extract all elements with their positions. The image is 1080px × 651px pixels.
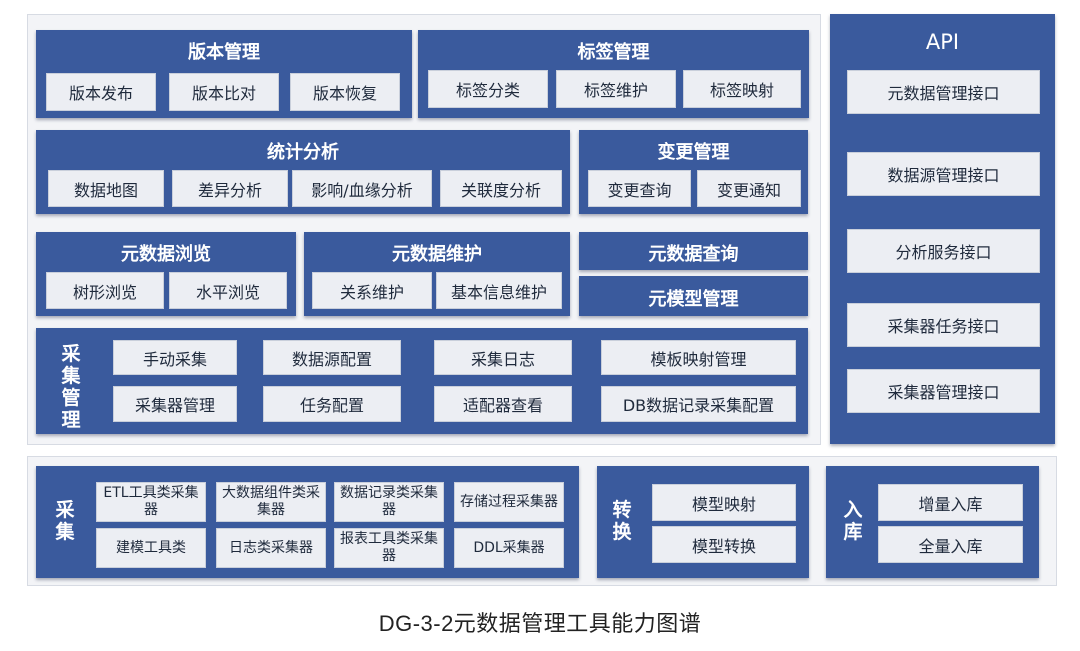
metadata-maintain-title: 元数据维护 <box>392 244 482 265</box>
relation-maintain-item[interactable]: 关系维护 <box>312 272 432 309</box>
change-management-title: 变更管理 <box>657 142 730 163</box>
metadata-browse-title: 元数据浏览 <box>121 244 211 265</box>
incremental-load-item[interactable]: 增量入库 <box>878 484 1023 521</box>
version-compare-item[interactable]: 版本比对 <box>169 73 279 111</box>
impact-lineage-analysis-item[interactable]: 影响/血缘分析 <box>292 170 432 207</box>
meta-model-management-title: 元模型管理 <box>648 289 739 310</box>
tag-management-title: 标签管理 <box>577 42 650 63</box>
statistics-analysis-panel: 统计分析 数据地图 差异分析 影响/血缘分析 关联度分析 <box>36 130 570 214</box>
tree-browse-item[interactable]: 树形浏览 <box>46 272 164 309</box>
stored-procedure-collector-item[interactable]: 存储过程采集器 <box>454 482 564 522</box>
load-title: 入库 <box>843 499 863 543</box>
bigdata-collector-item[interactable]: 大数据组件类采集器 <box>216 482 326 522</box>
change-query-item[interactable]: 变更查询 <box>588 170 691 207</box>
analysis-service-api-item[interactable]: 分析服务接口 <box>847 229 1040 273</box>
change-notify-item[interactable]: 变更通知 <box>697 170 801 207</box>
collector-management-api-item[interactable]: 采集器管理接口 <box>847 369 1040 413</box>
version-management-panel: 版本管理 版本发布 版本比对 版本恢复 <box>36 30 412 118</box>
collection-management-panel: 采集管理 手动采集 数据源配置 采集日志 模板映射管理 采集器管理 任务配置 适… <box>36 328 808 434</box>
convert-panel: 转换 模型映射 模型转换 <box>597 466 809 578</box>
metadata-query-panel[interactable]: 元数据查询 <box>579 232 808 270</box>
collection-management-title: 采集管理 <box>61 343 81 431</box>
meta-model-management-panel[interactable]: 元模型管理 <box>579 276 808 316</box>
collect-panel: 采集 ETL工具类采集器 大数据组件类采集器 数据记录类采集器 存储过程采集器 … <box>36 466 579 578</box>
metadata-management-api-item[interactable]: 元数据管理接口 <box>847 70 1040 114</box>
tag-management-panel: 标签管理 标签分类 标签维护 标签映射 <box>418 30 809 118</box>
metadata-query-title: 元数据查询 <box>648 244 739 265</box>
adapter-view-item[interactable]: 适配器查看 <box>434 386 572 422</box>
report-tool-collector-item[interactable]: 报表工具类采集器 <box>334 528 444 568</box>
tag-mapping-item[interactable]: 标签映射 <box>683 70 801 108</box>
data-record-collector-item[interactable]: 数据记录类采集器 <box>334 482 444 522</box>
db-record-collect-config-item[interactable]: DB数据记录采集配置 <box>601 386 796 422</box>
datasource-management-api-item[interactable]: 数据源管理接口 <box>847 152 1040 196</box>
log-collector-item[interactable]: 日志类采集器 <box>216 528 326 568</box>
figure-caption: DG-3-2元数据管理工具能力图谱 <box>378 611 702 636</box>
etl-collector-item[interactable]: ETL工具类采集器 <box>96 482 206 522</box>
collector-management-item[interactable]: 采集器管理 <box>113 386 237 422</box>
collector-task-api-item[interactable]: 采集器任务接口 <box>847 303 1040 347</box>
ddl-collector-item[interactable]: DDL采集器 <box>454 528 564 568</box>
task-config-item[interactable]: 任务配置 <box>263 386 401 422</box>
convert-title: 转换 <box>612 499 632 543</box>
statistics-analysis-title: 统计分析 <box>267 142 339 163</box>
metadata-browse-panel: 元数据浏览 树形浏览 水平浏览 <box>36 232 296 316</box>
change-management-panel: 变更管理 变更查询 变更通知 <box>579 130 808 214</box>
correlation-analysis-item[interactable]: 关联度分析 <box>440 170 562 207</box>
collect-title: 采集 <box>55 499 75 543</box>
api-panel: API 元数据管理接口 数据源管理接口 分析服务接口 采集器任务接口 采集器管理… <box>830 14 1055 444</box>
collect-log-item[interactable]: 采集日志 <box>434 340 572 375</box>
tag-maintain-item[interactable]: 标签维护 <box>556 70 676 108</box>
full-load-item[interactable]: 全量入库 <box>878 526 1023 563</box>
template-mapping-item[interactable]: 模板映射管理 <box>601 340 796 375</box>
version-management-title: 版本管理 <box>188 42 260 63</box>
difference-analysis-item[interactable]: 差异分析 <box>172 170 288 207</box>
basic-info-maintain-item[interactable]: 基本信息维护 <box>436 272 562 309</box>
version-restore-item[interactable]: 版本恢复 <box>290 73 400 111</box>
datasource-config-item[interactable]: 数据源配置 <box>263 340 401 375</box>
model-mapping-item[interactable]: 模型映射 <box>652 484 796 521</box>
modeling-tool-item[interactable]: 建模工具类 <box>96 528 206 568</box>
load-panel: 入库 增量入库 全量入库 <box>826 466 1039 578</box>
metadata-maintain-panel: 元数据维护 关系维护 基本信息维护 <box>304 232 570 316</box>
model-conversion-item[interactable]: 模型转换 <box>652 526 796 563</box>
version-publish-item[interactable]: 版本发布 <box>46 73 156 111</box>
horizontal-browse-item[interactable]: 水平浏览 <box>169 272 287 309</box>
api-title: API <box>925 30 960 54</box>
tag-category-item[interactable]: 标签分类 <box>428 70 548 108</box>
manual-collect-item[interactable]: 手动采集 <box>113 340 237 375</box>
data-map-item[interactable]: 数据地图 <box>48 170 164 207</box>
